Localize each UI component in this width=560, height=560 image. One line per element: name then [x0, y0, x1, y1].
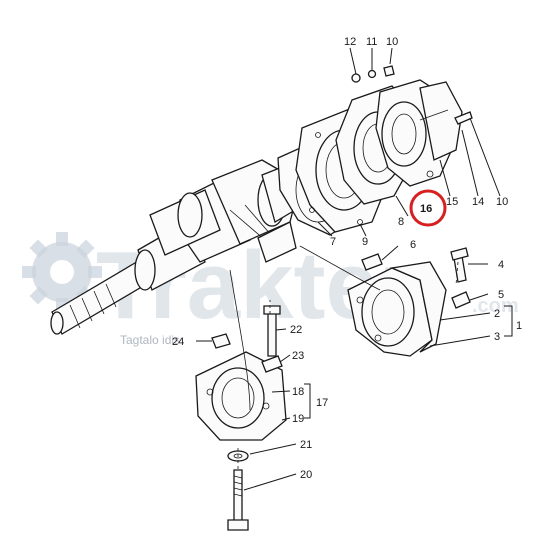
callout-19: 19: [292, 413, 304, 425]
callout-1: 1: [516, 320, 522, 332]
callout-11: 11: [366, 36, 377, 48]
callout-14: 14: [472, 196, 484, 208]
callout-15: 15: [446, 196, 458, 208]
callout-5: 5: [498, 289, 504, 301]
callout-17: 17: [316, 397, 328, 409]
highlight-circle: [409, 189, 447, 227]
bearing-cap-lower: [195, 305, 287, 531]
callout-10-top: 10: [386, 36, 398, 48]
callout-9: 9: [362, 236, 368, 248]
watermark-suffix: .com: [472, 295, 519, 317]
rear-housing-group: [277, 65, 473, 236]
callout-21: 21: [300, 439, 312, 451]
callout-3: 3: [494, 331, 500, 343]
callout-20: 20: [300, 469, 312, 481]
callout-8: 8: [398, 216, 404, 228]
callout-10-right: 10: [496, 196, 508, 208]
callout-7: 7: [330, 236, 336, 248]
callout-22: 22: [290, 324, 302, 336]
callout-2: 2: [494, 308, 500, 320]
watermark-tagline: Tagtalo idis: [120, 333, 180, 347]
assembly-lines: [229, 245, 459, 470]
callout-24: 24: [172, 336, 184, 348]
callout-6: 6: [410, 239, 416, 251]
callout-12: 12: [344, 36, 356, 48]
callout-23: 23: [292, 350, 304, 362]
callout-labels: 12 11 10 16 15 14 10 8 9 7 6 4 5 2 1 3 2…: [172, 36, 522, 481]
callout-18: 18: [292, 386, 304, 398]
bearing-housing-right: [347, 247, 471, 357]
callout-16: 16: [420, 203, 432, 215]
callout-4: 4: [498, 259, 504, 271]
leader-lines: [196, 47, 513, 491]
